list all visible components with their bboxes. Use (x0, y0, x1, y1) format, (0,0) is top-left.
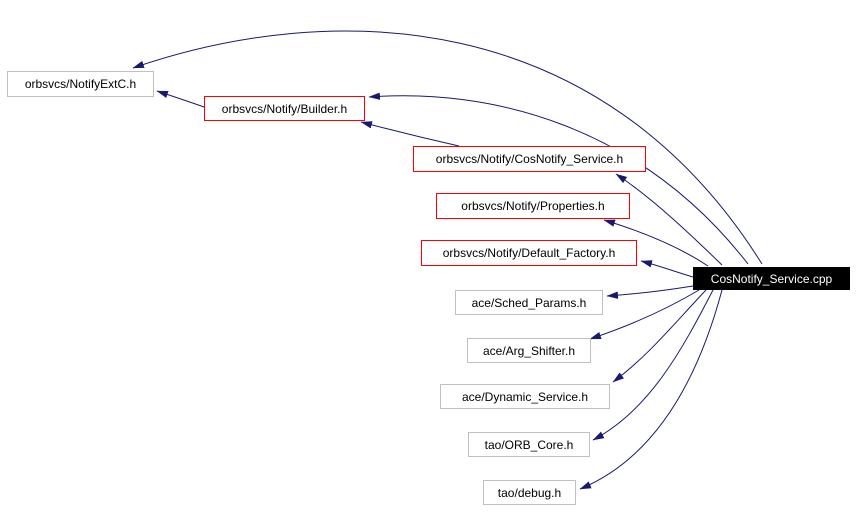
node-tao-debug-h[interactable]: tao/debug.h (483, 480, 576, 505)
node-ace-arg-shifter-h[interactable]: ace/Arg_Shifter.h (467, 338, 591, 363)
edge-cpp-to-notifyextc (132, 30, 763, 265)
node-orbsvcs-notify-default-factory-h[interactable]: orbsvcs/Notify/Default_Factory.h (421, 240, 637, 266)
edge-cpp-to-builder (368, 92, 749, 265)
edge-cosnotify-service-h-to-builder (360, 121, 460, 147)
node-orbsvcs-notify-cosnotify-service-h[interactable]: orbsvcs/Notify/CosNotify_Service.h (413, 146, 646, 172)
edge-builder-to-notifyextc (156, 90, 205, 108)
node-ace-dynamic-service-h[interactable]: ace/Dynamic_Service.h (440, 384, 610, 409)
edge-cpp-to-sched-params (606, 285, 694, 299)
edge-cpp-to-arg-shifter (589, 289, 700, 340)
node-cosnotify-service-cpp: CosNotify_Service.cpp (693, 267, 850, 290)
edge-cpp-to-properties (603, 219, 709, 267)
node-tao-orb-core-h[interactable]: tao/ORB_Core.h (468, 432, 590, 457)
edge-cpp-to-debug (579, 289, 723, 490)
edge-cpp-to-dynamic-service (612, 289, 707, 383)
node-orbsvcs-notify-builder-h[interactable]: orbsvcs/Notify/Builder.h (204, 96, 365, 121)
edge-cpp-to-cosnotify-service-h (615, 173, 723, 266)
edge-cpp-to-default-factory (640, 260, 694, 278)
node-orbsvcs-notifyextc-h[interactable]: orbsvcs/NotifyExtC.h (7, 71, 154, 97)
node-orbsvcs-notify-properties-h[interactable]: orbsvcs/Notify/Properties.h (436, 193, 630, 219)
node-ace-sched-params-h[interactable]: ace/Sched_Params.h (455, 290, 603, 315)
edge-cpp-to-orb-core (592, 289, 714, 441)
